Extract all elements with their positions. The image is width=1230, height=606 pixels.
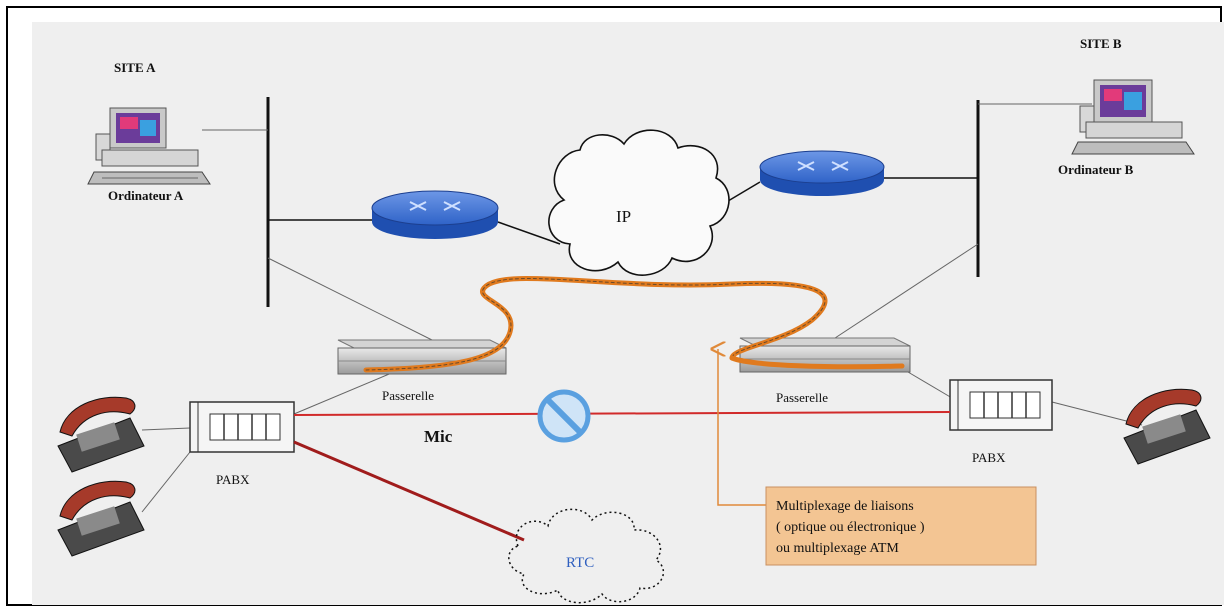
- telephone-icon-left-bottom: [57, 480, 145, 557]
- pabx-label-left: PABX: [216, 472, 250, 487]
- gateway-label-left: Passerelle: [382, 388, 434, 403]
- computer-icon-b: [1071, 79, 1195, 155]
- ip-cloud-icon: [548, 129, 730, 276]
- diagram-panel: IP: [32, 22, 1224, 605]
- computer-icon-a: [87, 107, 211, 185]
- callout-line-1: Multiplexage de liaisons: [776, 499, 914, 514]
- mic-label: Mic: [424, 427, 453, 446]
- ip-label: IP: [616, 207, 631, 226]
- site-a-title: SITE A: [114, 60, 156, 75]
- rtc-label: RTC: [566, 555, 594, 571]
- computer-b-label: Ordinateur B: [1058, 162, 1134, 177]
- pabx-icon-left: [189, 401, 295, 453]
- pabx-icon-right: [949, 379, 1053, 431]
- mic-link: [293, 411, 951, 416]
- prohibited-icon: [537, 389, 591, 443]
- telephone-icon-left-top: [57, 396, 145, 473]
- voip-network-diagram: IP: [57, 36, 1211, 604]
- rtc-cloud-icon: [508, 508, 665, 604]
- diagram-frame: IP: [6, 6, 1224, 606]
- site-b-title: SITE B: [1080, 36, 1122, 51]
- callout-line-3: ou multiplexage ATM: [776, 541, 899, 556]
- callout-arrow: [718, 349, 768, 506]
- telephone-icon-right: [1123, 388, 1211, 465]
- callout-box: Multiplexage de liaisons ( optique ou él…: [765, 486, 1037, 566]
- rtc-link: [293, 440, 525, 542]
- computer-a-label: Ordinateur A: [108, 188, 184, 203]
- callout-line-2: ( optique ou électronique ): [776, 520, 925, 535]
- pabx-label-right: PABX: [972, 450, 1006, 465]
- router-icon-left: [371, 190, 499, 239]
- fiber-link: [363, 276, 905, 373]
- router-icon-right: [759, 150, 885, 196]
- gateway-label-right: Passerelle: [776, 390, 828, 405]
